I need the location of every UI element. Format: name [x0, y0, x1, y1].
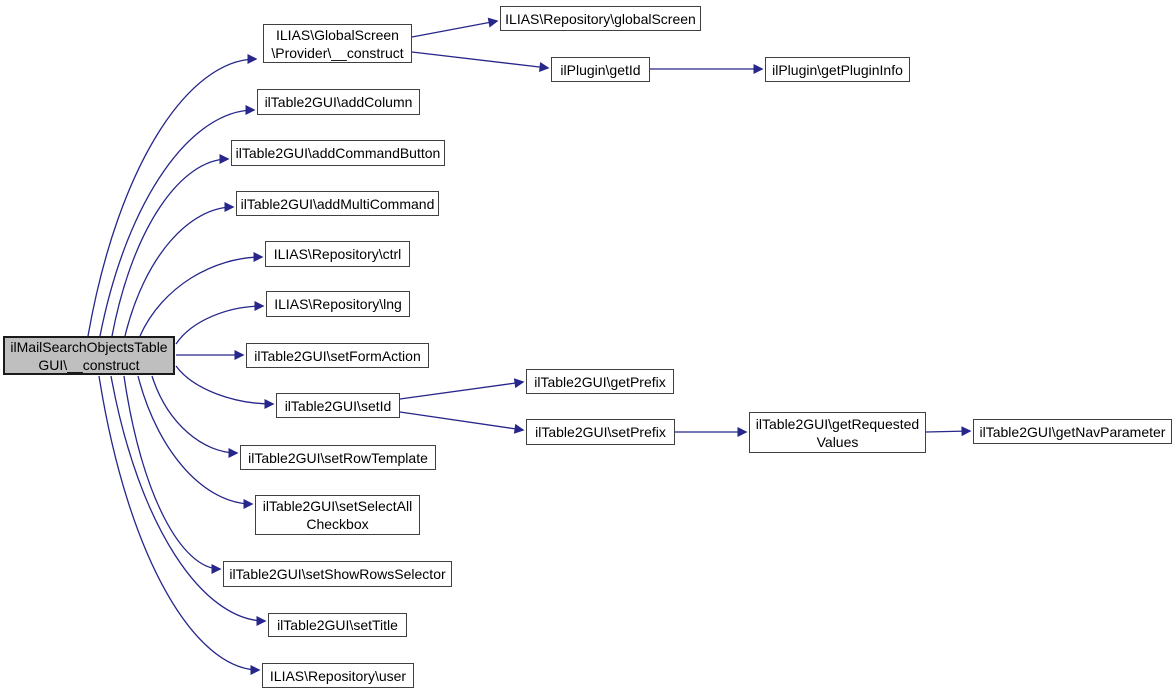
node-label: ilTable2GUI\getPrefix	[534, 373, 666, 390]
node-label: ilTable2GUI\getNavParameter	[979, 423, 1166, 440]
node-label: ilTable2GUI\setRowTemplate	[248, 449, 428, 466]
node-root: ilMailSearchObjectsTable GUI\__construct	[3, 336, 175, 375]
node-label: ilPlugin\getId	[560, 61, 641, 78]
node-getprefix[interactable]: ilTable2GUI\getPrefix	[526, 369, 674, 394]
node-getid[interactable]: ilPlugin\getId	[551, 57, 650, 82]
node-ctrl[interactable]: ILIAS\Repository\ctrl	[265, 241, 410, 267]
edge-root-to-settitle	[110, 375, 267, 626]
node-label: ilTable2GUI\setPrefix	[535, 424, 666, 440]
node-label: ilTable2GUI\setFormAction	[254, 347, 421, 364]
node-provider[interactable]: ILIAS\GlobalScreen \Provider\__construct	[263, 24, 412, 63]
node-lng[interactable]: ILIAS\Repository\lng	[266, 291, 410, 317]
edge-root-to-setselectall	[137, 375, 254, 509]
edge-root-to-setid	[175, 365, 275, 409]
node-label: ilTable2GUI\setId	[284, 397, 392, 414]
edge-root-to-provider	[87, 54, 258, 337]
node-label: ilTable2GUI\setTitle	[277, 617, 398, 633]
edge-group	[87, 17, 972, 675]
node-setrowtemplate[interactable]: ilTable2GUI\setRowTemplate	[240, 445, 436, 470]
node-setprefix[interactable]: ilTable2GUI\setPrefix	[526, 419, 675, 445]
node-getplugininfo[interactable]: ilPlugin\getPluginInfo	[765, 57, 910, 82]
node-label: ilTable2GUI\addMultiCommand	[240, 195, 435, 212]
node-setshowrows[interactable]: ilTable2GUI\setShowRowsSelector	[223, 561, 452, 587]
node-getrequested[interactable]: ilTable2GUI\getRequested Values	[749, 412, 926, 453]
node-addcommandbutton[interactable]: ilTable2GUI\addCommandButton	[231, 140, 445, 166]
edge-root-to-user	[98, 375, 261, 675]
edge-root-to-setrowtemplate	[151, 375, 239, 458]
edge-root-to-lng	[175, 301, 265, 345]
node-setformaction[interactable]: ilTable2GUI\setFormAction	[246, 343, 429, 368]
node-label: ILIAS\Repository\globalScreen	[505, 10, 696, 27]
edge-setid-to-getprefix	[399, 378, 525, 400]
edge-root-to-addcolumn	[99, 105, 256, 337]
edge-root-to-setshowrows	[123, 375, 222, 574]
node-addcolumn[interactable]: ilTable2GUI\addColumn	[257, 89, 420, 115]
node-label: ILIAS\Repository\user	[269, 667, 407, 684]
node-label: ilPlugin\getPluginInfo	[772, 61, 903, 78]
node-globalscreen[interactable]: ILIAS\Repository\globalScreen	[500, 6, 701, 31]
node-settitle[interactable]: ilTable2GUI\setTitle	[268, 613, 407, 637]
edge-getrequested-to-getnavparameter	[925, 426, 972, 437]
node-addmulticommand[interactable]: ilTable2GUI\addMultiCommand	[236, 191, 439, 216]
edge-setid-to-setprefix	[399, 411, 525, 434]
node-label: ilTable2GUI\addCommandButton	[235, 145, 441, 161]
node-label: ilMailSearchObjectsTable GUI\__construct	[10, 338, 168, 373]
edge-root-to-ctrl	[139, 252, 264, 337]
node-setid[interactable]: ilTable2GUI\setId	[276, 393, 400, 418]
node-getnavparameter[interactable]: ilTable2GUI\getNavParameter	[973, 419, 1172, 444]
node-user[interactable]: ILIAS\Repository\user	[262, 663, 414, 688]
node-setselectall[interactable]: ilTable2GUI\setSelectAll Checkbox	[255, 495, 420, 535]
edge-root-to-addmulticommand	[124, 202, 235, 337]
node-label: ILIAS\GlobalScreen \Provider\__construct	[271, 26, 404, 61]
node-label: ILIAS\Repository\ctrl	[273, 246, 402, 262]
edge-root-to-addcommandbutton	[111, 154, 230, 337]
node-label: ilTable2GUI\getRequested Values	[755, 415, 920, 450]
node-label: ilTable2GUI\setSelectAll Checkbox	[262, 498, 413, 532]
node-label: ilTable2GUI\setShowRowsSelector	[229, 566, 446, 582]
node-label: ilTable2GUI\addColumn	[264, 94, 413, 110]
edge-provider-to-globalscreen	[411, 17, 499, 38]
edge-provider-to-getid	[411, 51, 550, 72]
node-label: ILIAS\Repository\lng	[274, 296, 402, 312]
